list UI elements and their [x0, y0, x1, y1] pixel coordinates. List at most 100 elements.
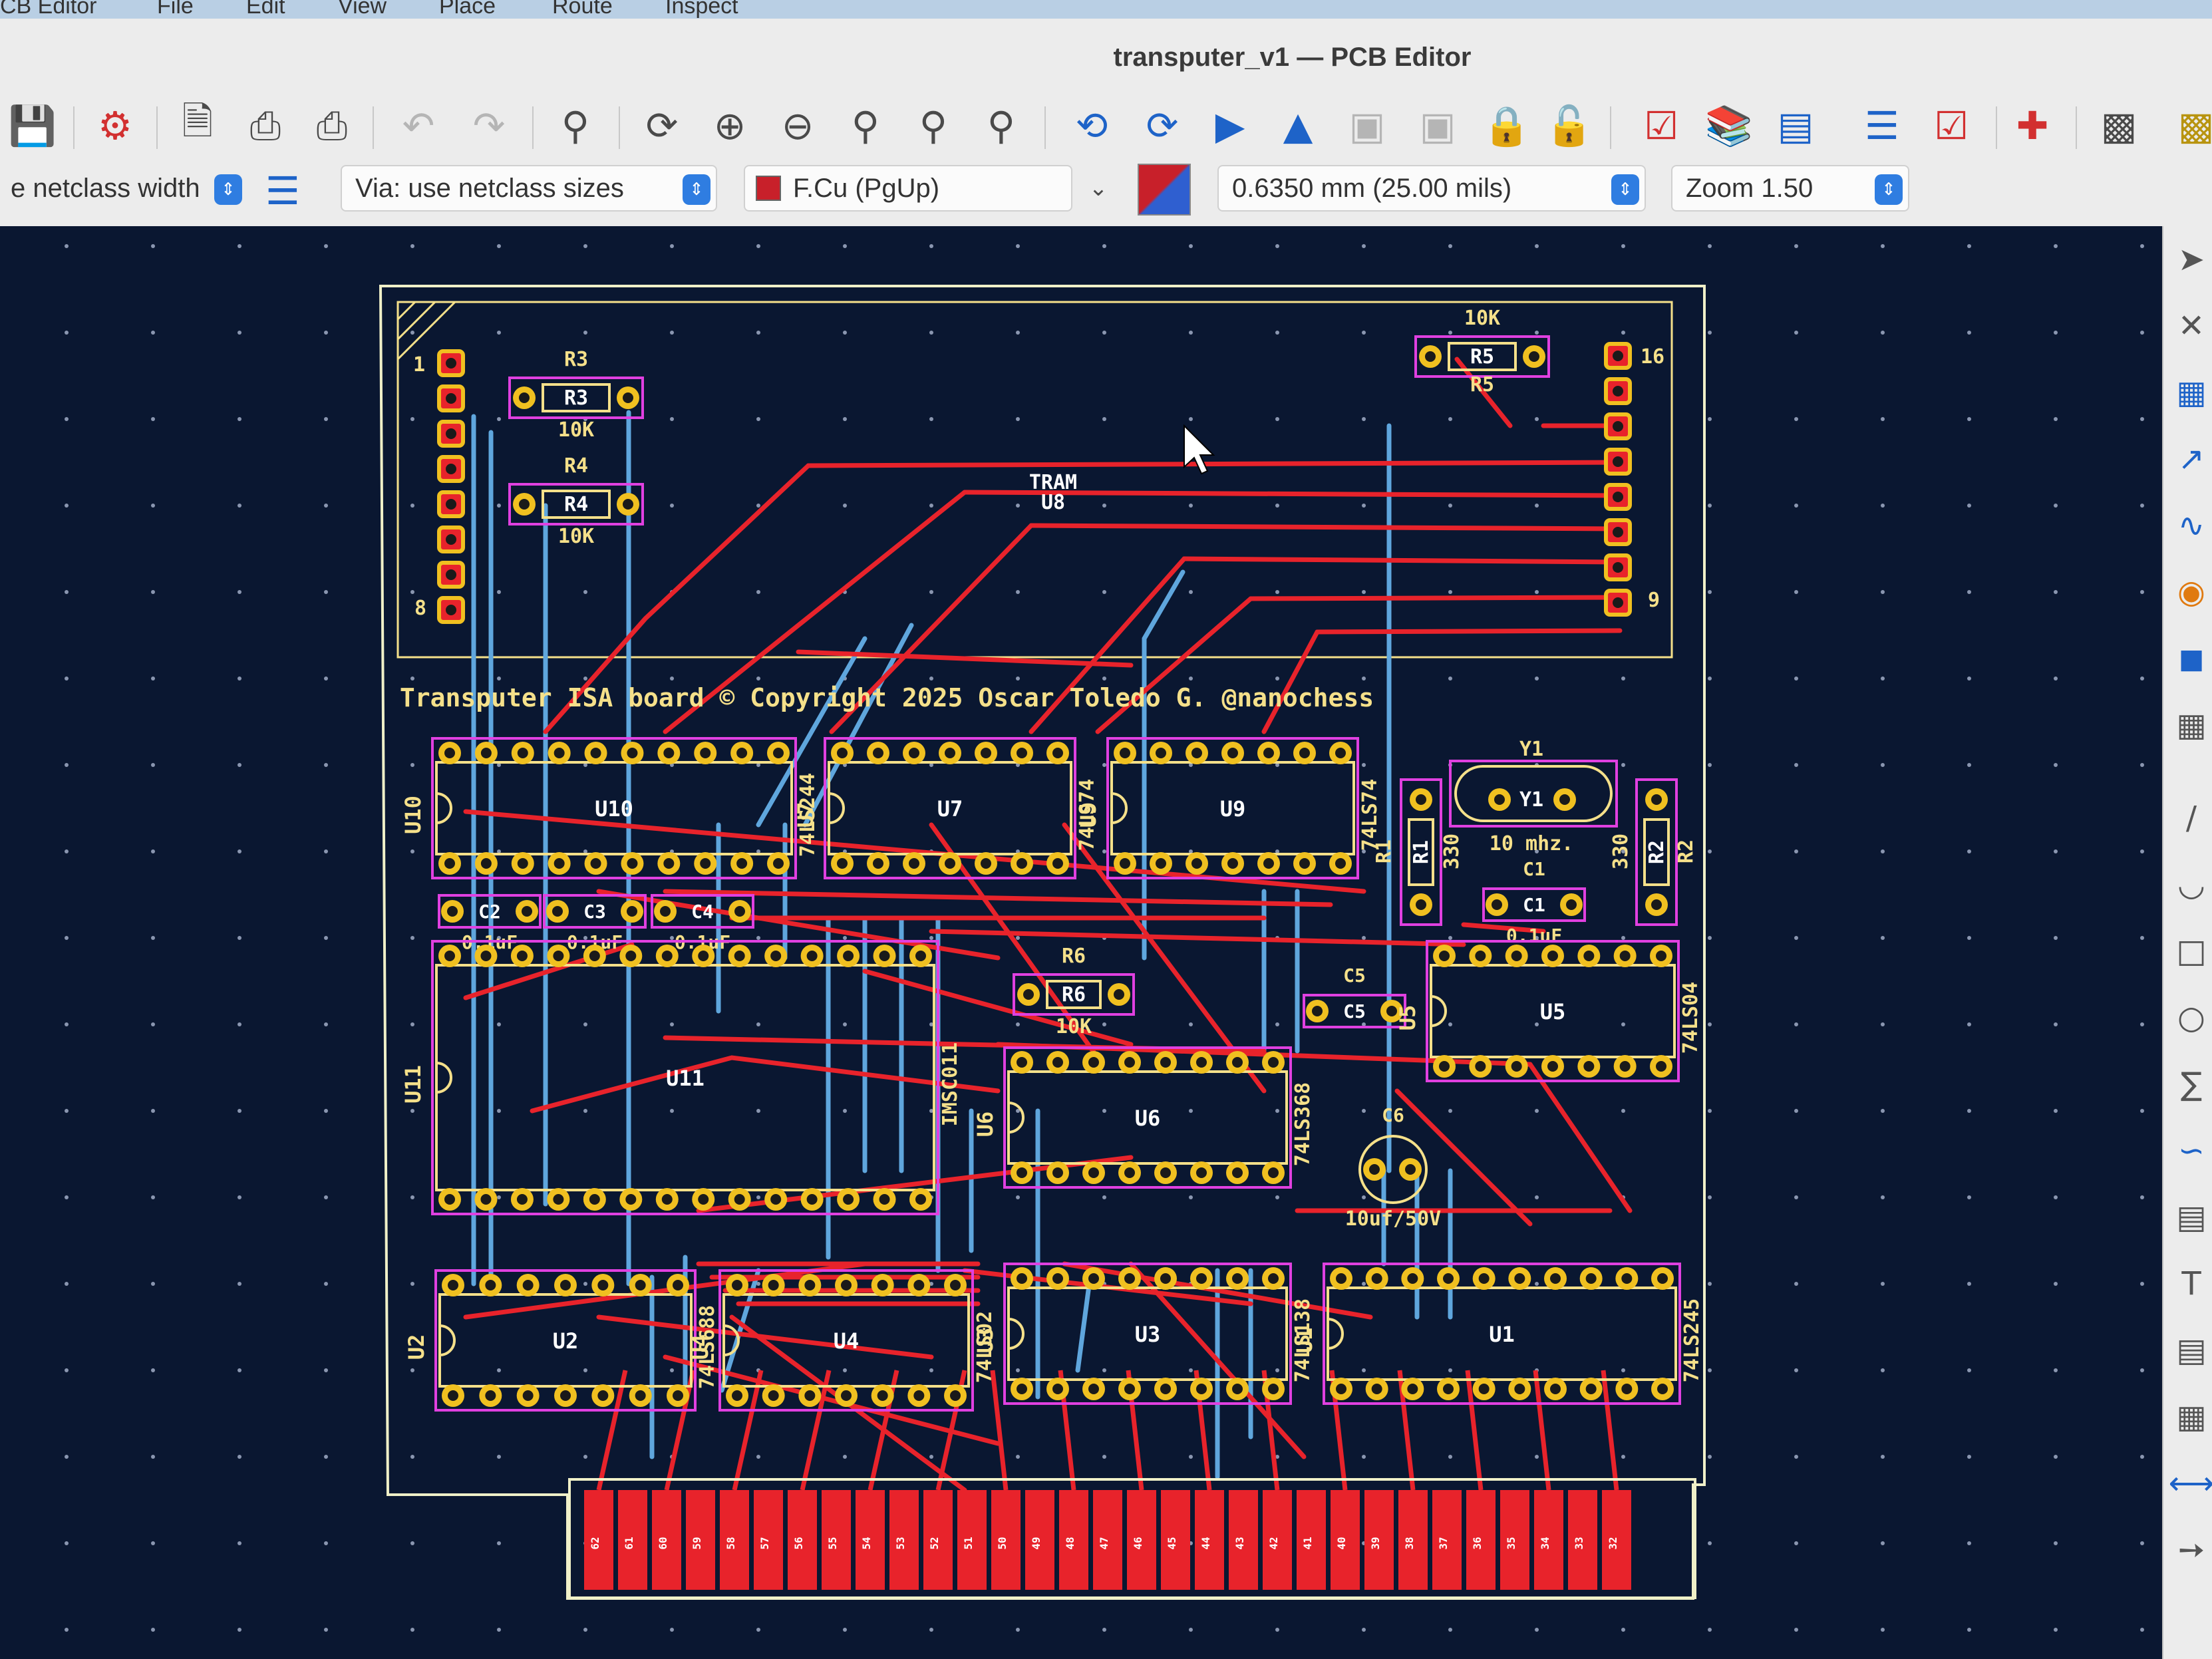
route-icon[interactable]: ✚: [2016, 103, 2049, 148]
mouse-cursor-icon: [1184, 424, 1215, 475]
zoom-out-icon[interactable]: ⊖: [781, 103, 814, 148]
zoom-select[interactable]: Zoom 1.50 ⇕: [1671, 165, 1909, 212]
menu-route[interactable]: Route: [552, 0, 613, 19]
front-copper-trace: [806, 460, 1623, 468]
draw-polygon-icon[interactable]: ∑: [2180, 1066, 2203, 1103]
select-arrow-icon[interactable]: ➤: [2177, 241, 2205, 278]
edge-connector-trace: [1601, 1370, 1619, 1491]
drill-hole: [635, 1390, 646, 1401]
stepper-icon[interactable]: ⇕: [683, 174, 711, 205]
board-setup-icon[interactable]: ⚙: [98, 103, 132, 148]
menu-inspect[interactable]: Inspect: [665, 0, 738, 19]
refresh-icon[interactable]: ⟳: [645, 103, 679, 148]
menu-view[interactable]: View: [338, 0, 387, 19]
footprint-library-icon[interactable]: 📚: [1704, 102, 1754, 148]
drill-hole: [1160, 1384, 1171, 1394]
grid-dot: [1881, 677, 1885, 680]
group-icon[interactable]: ▣: [1348, 103, 1386, 148]
track-width-select[interactable]: e netclass width ⇕: [0, 165, 249, 212]
page-settings-icon[interactable]: 🗎: [182, 98, 214, 144]
plugin-icon[interactable]: ▩: [2177, 103, 2212, 148]
redo-icon[interactable]: ↷: [472, 103, 506, 148]
draw-circle-icon[interactable]: ○: [2177, 999, 2205, 1036]
draw-line-icon[interactable]: ∕: [2185, 800, 2197, 837]
unlock-icon[interactable]: 🔓: [1545, 102, 1594, 148]
grid-dot: [237, 1282, 241, 1286]
grid-dot: [1189, 1368, 1193, 1372]
scripting-icon[interactable]: ▩: [2100, 103, 2137, 148]
menu-edit[interactable]: Edit: [246, 0, 285, 19]
zoom-objects-icon[interactable]: ⚲: [919, 103, 948, 148]
drill-hole: [806, 1194, 818, 1205]
track-width-options-icon[interactable]: ☰: [265, 168, 300, 214]
draw-arc-icon[interactable]: ◡: [2177, 866, 2205, 903]
grid-dot: [237, 331, 241, 335]
grid-dot: [1967, 590, 1971, 594]
drill-hole: [516, 1194, 528, 1205]
zoom-fit-icon[interactable]: ⚲: [851, 103, 880, 148]
menu-file[interactable]: File: [157, 0, 194, 19]
grid-dot: [151, 1022, 155, 1026]
menu-place[interactable]: Place: [439, 0, 496, 19]
add-table-icon[interactable]: ▦: [2176, 1398, 2207, 1435]
drill-hole: [804, 1280, 816, 1290]
grid-dot: [1794, 1022, 1798, 1026]
layer-pair-icon[interactable]: [1138, 164, 1191, 216]
local-ratsnest-icon[interactable]: ✕: [2177, 307, 2205, 345]
pcb-drawing[interactable]: 18169TRAMU8R310KR3R410KR4R510KR5R610KR6R…: [0, 226, 2162, 1659]
add-textbox-icon[interactable]: ▤: [2176, 1332, 2207, 1369]
add-footprint-icon[interactable]: ▦: [2176, 374, 2207, 411]
chevron-down-icon[interactable]: ⌄: [1088, 175, 1108, 202]
design-rules-icon[interactable]: ☑: [1934, 103, 1969, 148]
edge-connector-finger: [584, 1490, 613, 1590]
add-image-icon[interactable]: ▤: [2176, 1199, 2207, 1236]
lock-icon[interactable]: 🔒: [1482, 102, 1531, 148]
plot-icon[interactable]: ⎙: [316, 102, 348, 148]
grid-dot: [1881, 1195, 1885, 1199]
drill-hole: [1017, 1167, 1027, 1178]
draw-bezier-icon[interactable]: ∽: [2177, 1132, 2205, 1169]
drc-icon[interactable]: ☑: [1644, 103, 1678, 148]
grid-dot: [843, 1455, 847, 1459]
pin-label-1: 1: [413, 353, 425, 377]
component-reference: Y1: [1519, 788, 1543, 812]
draw-rectangle-icon[interactable]: □: [2176, 933, 2207, 970]
rule-area-icon[interactable]: ▦: [2176, 706, 2207, 744]
add-dimension-icon[interactable]: ⟷: [2168, 1465, 2212, 1502]
route-track-icon[interactable]: ↗: [2177, 440, 2205, 478]
menu-app[interactable]: CB Editor: [0, 0, 97, 19]
drill-hole: [1613, 421, 1623, 432]
netlist-icon[interactable]: ☰: [1865, 103, 1899, 148]
footprint-editor-icon[interactable]: ▤: [1777, 103, 1814, 148]
add-zone-icon[interactable]: ◼: [2178, 640, 2205, 677]
add-text-icon[interactable]: T: [2181, 1265, 2201, 1302]
stepper-icon[interactable]: ⇕: [1875, 174, 1903, 205]
zoom-selection-icon[interactable]: ⚲: [987, 103, 1016, 148]
capacitor-courtyard: [1303, 994, 1406, 1028]
ungroup-icon[interactable]: ▣: [1419, 103, 1456, 148]
stepper-icon[interactable]: ⇕: [214, 174, 242, 205]
flip-icon[interactable]: ▶: [1215, 103, 1245, 148]
component-value: 10K: [1056, 1015, 1092, 1038]
component-reference: C5: [1343, 965, 1366, 986]
mirror-icon[interactable]: ▲: [1283, 103, 1313, 148]
layer-select[interactable]: F.Cu (PgUp): [744, 165, 1072, 212]
rotate-cw-icon[interactable]: ⟳: [1146, 103, 1179, 148]
add-via-icon[interactable]: ◉: [2177, 573, 2205, 611]
find-icon[interactable]: ⚲: [561, 103, 590, 148]
measure-icon[interactable]: ➙: [2177, 1531, 2205, 1569]
grid-dot: [756, 849, 760, 853]
tune-length-icon[interactable]: ∿: [2177, 507, 2205, 544]
grid-select[interactable]: 0.6350 mm (25.00 mils) ⇕: [1217, 165, 1646, 212]
via-size-select[interactable]: Via: use netclass sizes ⇕: [341, 165, 717, 212]
grid-dot: [1535, 590, 1539, 594]
ic-body: [1007, 1070, 1288, 1165]
undo-icon[interactable]: ↶: [402, 103, 435, 148]
zoom-in-icon[interactable]: ⊕: [713, 103, 746, 148]
print-icon[interactable]: ⎙: [249, 102, 281, 148]
rotate-ccw-icon[interactable]: ⟲: [1075, 103, 1108, 148]
stepper-icon[interactable]: ⇕: [1611, 174, 1639, 205]
drill-hole: [950, 1280, 961, 1290]
save-icon[interactable]: 💾: [8, 102, 57, 148]
